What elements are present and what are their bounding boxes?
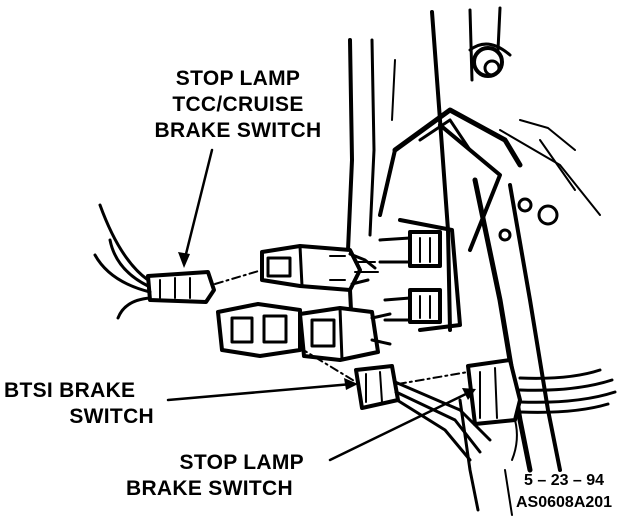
label-btsi-brake-switch: BTSI BRAKE SWITCH: [4, 378, 174, 430]
alignment-line-right: [397, 371, 469, 385]
alignment-line: [214, 269, 263, 285]
stop-lamp-connector: [466, 358, 617, 461]
label-line: BRAKE SWITCH: [154, 119, 322, 142]
label-line: SWITCH: [69, 405, 154, 428]
leader-lines: [166, 148, 472, 462]
label-line: STOP LAMP: [175, 67, 301, 90]
alignment-line-lower: [299, 347, 357, 383]
label-line: TCC/CRUISE: [172, 93, 304, 116]
tcc-cruise-switch-body: [260, 244, 379, 292]
bracket-holes: [498, 197, 559, 242]
btsi-connector: [354, 364, 492, 462]
leader-arrowheads: [178, 252, 476, 400]
figure-code: AS0608A201: [516, 494, 613, 511]
switch-mount-nuts: [378, 230, 442, 324]
date-stamp: 5 – 23 – 94: [524, 472, 605, 489]
label-stop-lamp-brake-switch: STOP LAMP BRAKE SWITCH: [126, 450, 316, 502]
pivot-bolt: [468, 42, 512, 78]
mounting-plate: [378, 107, 601, 332]
label-line: BRAKE SWITCH: [126, 477, 293, 500]
label-stop-lamp-tcc-cruise: STOP LAMP TCC/CRUISE BRAKE SWITCH: [138, 66, 338, 144]
label-line: STOP LAMP: [179, 451, 304, 474]
tcc-cruise-connector: [93, 203, 216, 320]
stop-lamp-switch-body: [298, 306, 392, 362]
label-line: BTSI BRAKE: [4, 379, 136, 402]
